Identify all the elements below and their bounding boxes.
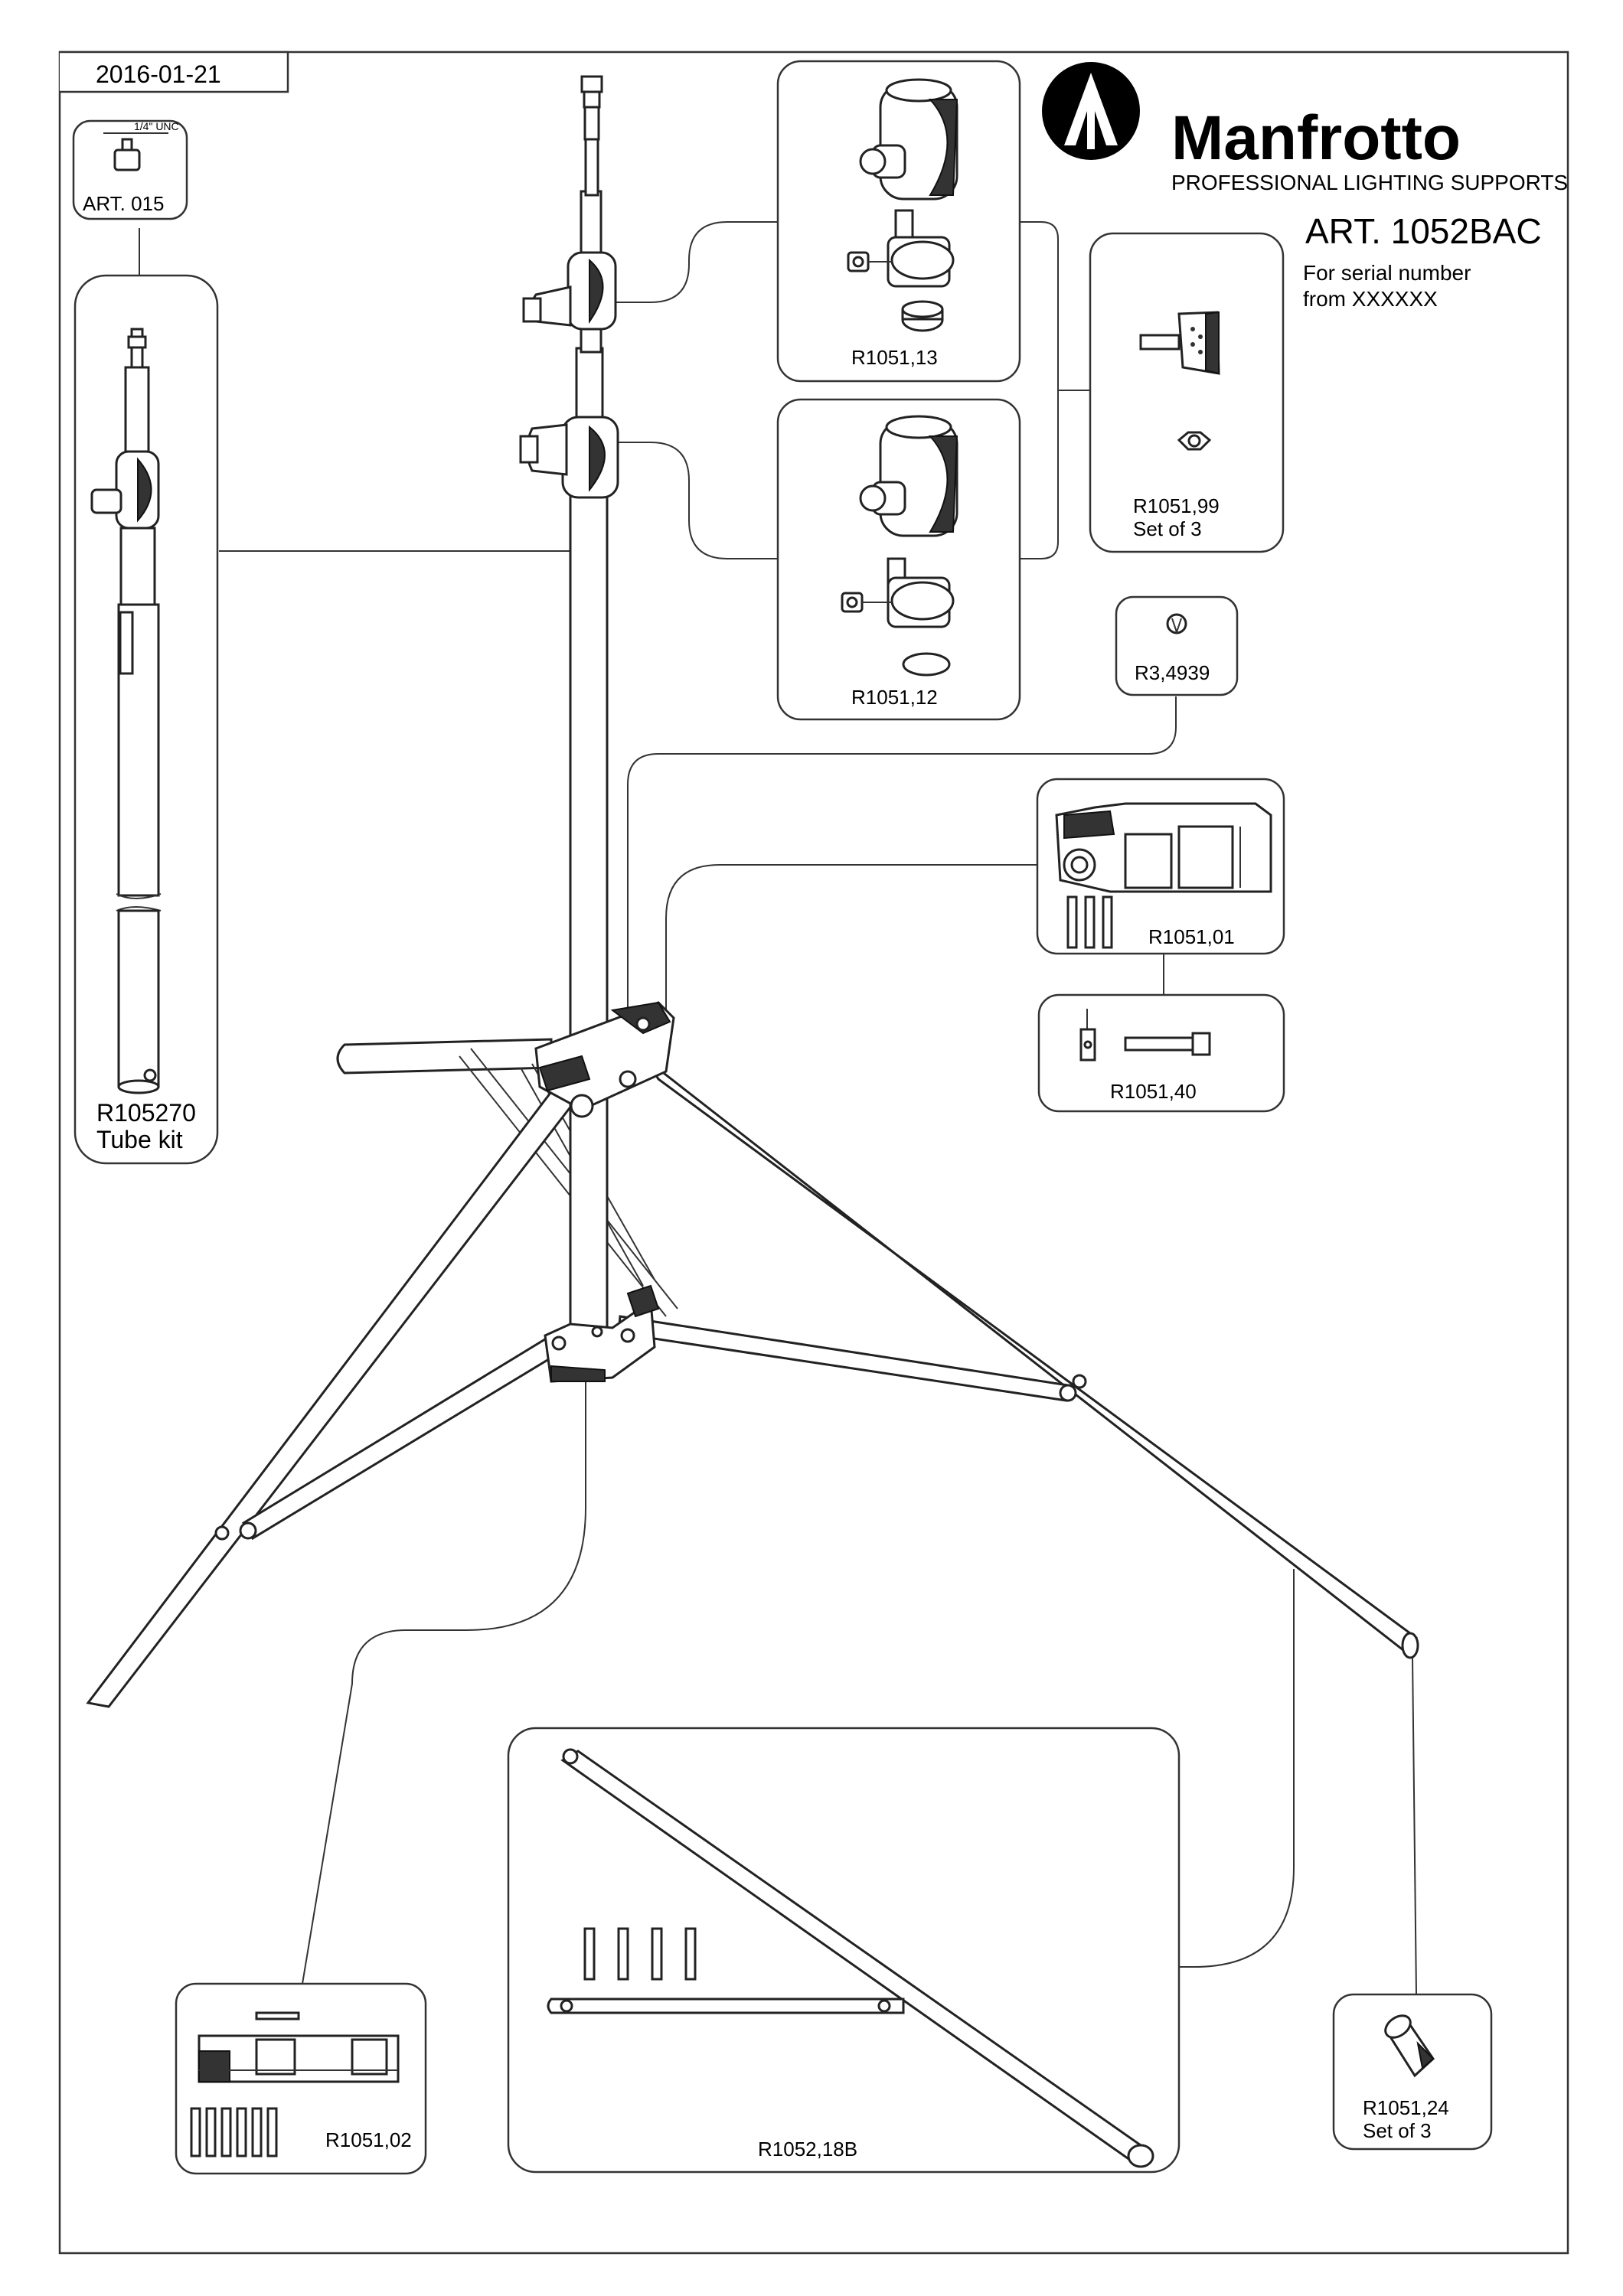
brand-name: Manfrotto	[1171, 103, 1461, 173]
part-art015[interactable]: 1/4" UNC ART. 015	[72, 119, 188, 220]
part-r1051-24[interactable]: R1051,24 Set of 3	[1332, 1993, 1493, 2151]
r3-4939-code: R3,4939	[1135, 661, 1210, 684]
brand-block: Manfrotto PROFESSIONAL LIGHTING SUPPORTS	[1042, 62, 1568, 194]
r1051-99-desc: Set of 3	[1133, 517, 1202, 540]
date-label: 2016-01-21	[96, 60, 221, 88]
part-r1052-18b[interactable]: R1052,18B	[507, 1727, 1181, 2174]
tube-kit-desc: Tube kit	[96, 1126, 183, 1153]
r1051-24-code: R1051,24	[1363, 2096, 1449, 2119]
article-title: ART. 1052BAC	[1305, 211, 1542, 251]
r1051-01-code: R1051,01	[1148, 925, 1235, 948]
tube-kit-code: R105270	[96, 1099, 196, 1127]
part-r1051-99[interactable]: R1051,99 Set of 3	[1089, 232, 1285, 553]
lower-clamp	[519, 416, 619, 499]
art015-label: ART. 015	[83, 192, 164, 215]
part-r3-4939[interactable]: R3,4939	[1115, 595, 1239, 696]
upper-clamp	[522, 251, 617, 331]
date-box: 2016-01-21	[60, 51, 289, 93]
r1051-99-code: R1051,99	[1133, 494, 1220, 517]
r1052-18b-code: R1052,18B	[758, 2138, 857, 2161]
part-r1051-12[interactable]: R1051,12	[776, 398, 1021, 721]
bottom-hub	[544, 1284, 660, 1383]
part-r1051-13[interactable]: R1051,13	[776, 60, 1021, 383]
serial-line-1: For serial number	[1303, 261, 1471, 285]
art015-thread-label: 1/4" UNC	[134, 120, 179, 132]
part-r1051-01[interactable]: R1051,01	[1036, 778, 1285, 955]
brand-tagline: PROFESSIONAL LIGHTING SUPPORTS	[1171, 171, 1568, 194]
page-border	[58, 51, 1569, 2255]
r1051-24-desc: Set of 3	[1363, 2119, 1432, 2142]
manfrotto-tripod-logo-icon	[1042, 62, 1140, 160]
r1051-40-code: R1051,40	[1110, 1080, 1197, 1103]
part-r1051-40[interactable]: R1051,40	[1037, 993, 1285, 1113]
light-stand-drawing	[86, 75, 1419, 1708]
serial-line-2: from XXXXXX	[1303, 287, 1438, 311]
leader-lines	[139, 221, 1417, 1995]
r1051-13-code: R1051,13	[851, 346, 938, 369]
part-r1051-02[interactable]: R1051,02	[175, 1982, 427, 2175]
top-leg-casting	[534, 1001, 675, 1118]
r1051-02-code: R1051,02	[325, 2128, 412, 2151]
part-r105270-tube-kit[interactable]: R105270 Tube kit	[73, 274, 219, 1165]
r1051-12-code: R1051,12	[851, 686, 938, 709]
